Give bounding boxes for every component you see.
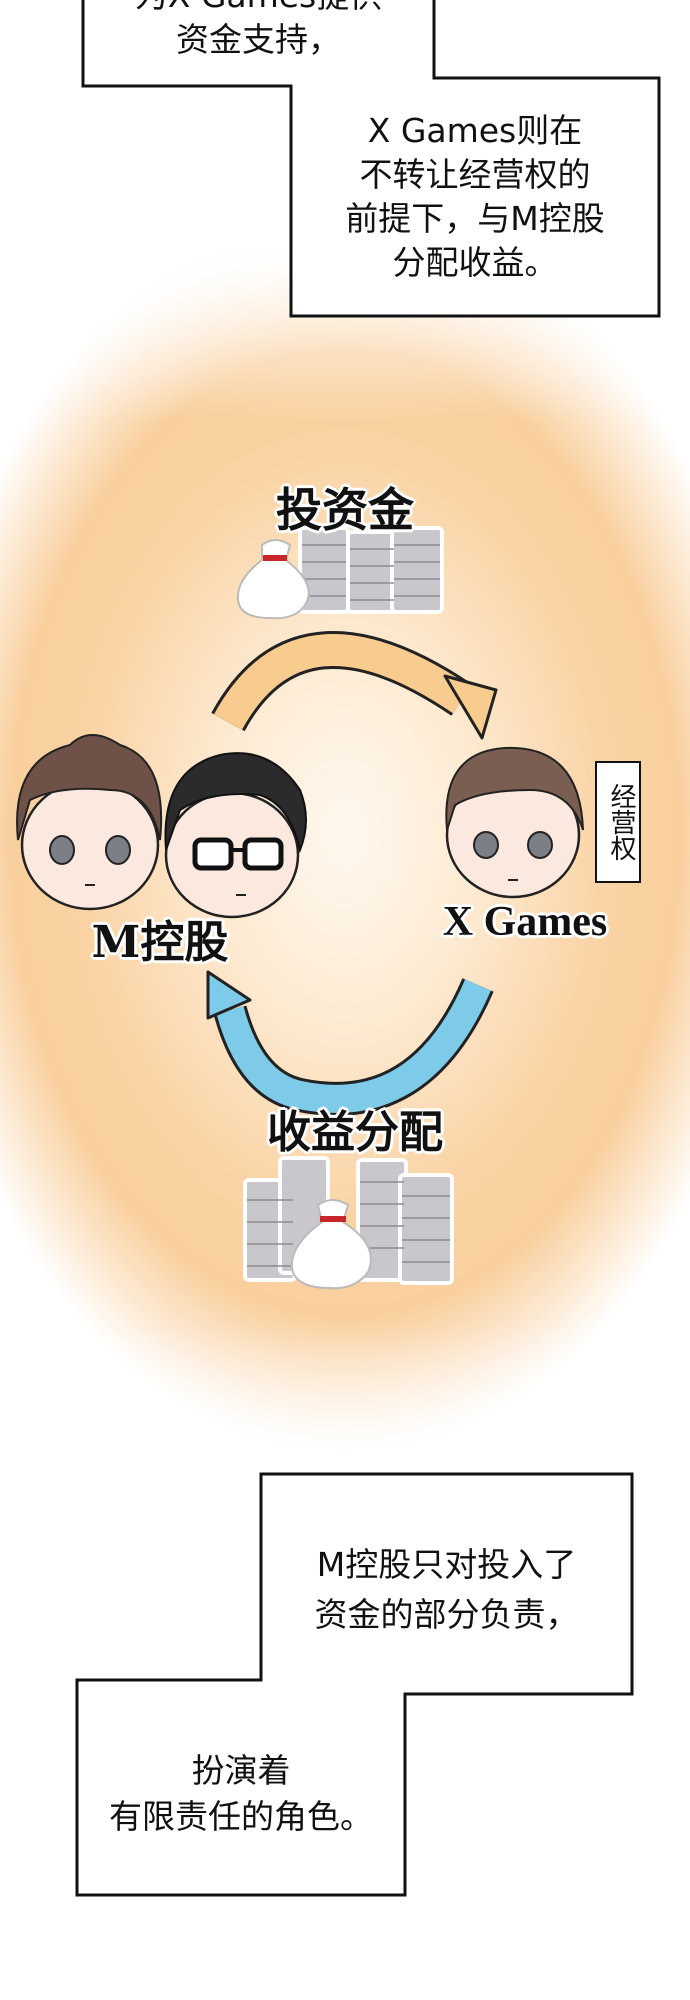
caption-line: 有限责任的角色。 bbox=[109, 1797, 373, 1836]
caption-line: M控股只对投入了 bbox=[316, 1545, 577, 1584]
x-games-label: X Games bbox=[442, 899, 608, 945]
caption-line: 资金支持， bbox=[176, 20, 341, 59]
caption-line: 为X Games提供 bbox=[83, 0, 434, 18]
m-holdings-person-2-avatar bbox=[164, 752, 307, 919]
caption-bottom-right: M控股只对投入了 资金的部分负责， bbox=[261, 1540, 632, 1640]
return-arrow bbox=[206, 970, 494, 1116]
caption-box-bottom-outline bbox=[75, 1472, 634, 1897]
caption-top-left: 为X Games提供 资金支持， bbox=[83, 0, 434, 62]
m-holdings-person-1-avatar bbox=[16, 734, 163, 911]
caption-bottom-left: 扮演着 有限责任的角色。 bbox=[77, 1748, 405, 1840]
cash-and-money-bag-icon bbox=[243, 1156, 454, 1290]
operating-rights-tag: 经营权 bbox=[595, 761, 641, 883]
caption-box-top-outline bbox=[81, 0, 661, 318]
caption-line: 资金的部分负责， bbox=[314, 1595, 579, 1634]
profit-distribution-label: 收益分配 bbox=[267, 1107, 443, 1158]
m-holdings-label: M控股 bbox=[91, 917, 229, 968]
invest-arrow bbox=[211, 631, 498, 740]
x-games-person-avatar bbox=[445, 746, 584, 899]
caption-line: 不转让经营权的 bbox=[359, 155, 591, 194]
caption-top-right: X Games则在 不转让经营权的 前提下，与M控股 分配收益。 bbox=[291, 109, 659, 285]
caption-line: X Games则在 bbox=[367, 111, 583, 150]
invest-funds-label: 投资金 bbox=[276, 483, 414, 537]
money-bag-and-cash-icon bbox=[236, 526, 444, 620]
caption-line: 前提下，与M控股 bbox=[345, 199, 605, 238]
caption-line: 扮演着 bbox=[191, 1751, 291, 1790]
caption-line: 分配收益。 bbox=[392, 243, 558, 282]
